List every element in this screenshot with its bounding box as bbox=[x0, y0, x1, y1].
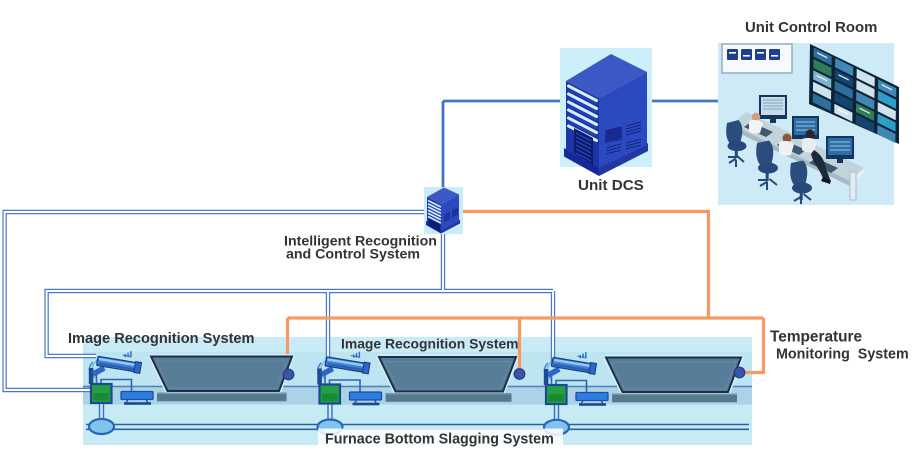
svg-text:Monitoring System: Monitoring System bbox=[776, 347, 909, 363]
svg-text:and Control System: and Control System bbox=[286, 247, 420, 263]
svg-text:Furnace Bottom Slagging System: Furnace Bottom Slagging System bbox=[325, 432, 554, 448]
svg-text:Temperature: Temperature bbox=[770, 329, 863, 346]
svg-text:Intelligent Recognition: Intelligent Recognition bbox=[284, 234, 437, 250]
svg-text:Image Recognition System: Image Recognition System bbox=[68, 331, 255, 347]
svg-text:Unit Control Room: Unit Control Room bbox=[745, 20, 877, 36]
svg-text:Unit DCS: Unit DCS bbox=[578, 177, 644, 194]
svg-text:Image Recognition System: Image Recognition System bbox=[341, 336, 519, 352]
